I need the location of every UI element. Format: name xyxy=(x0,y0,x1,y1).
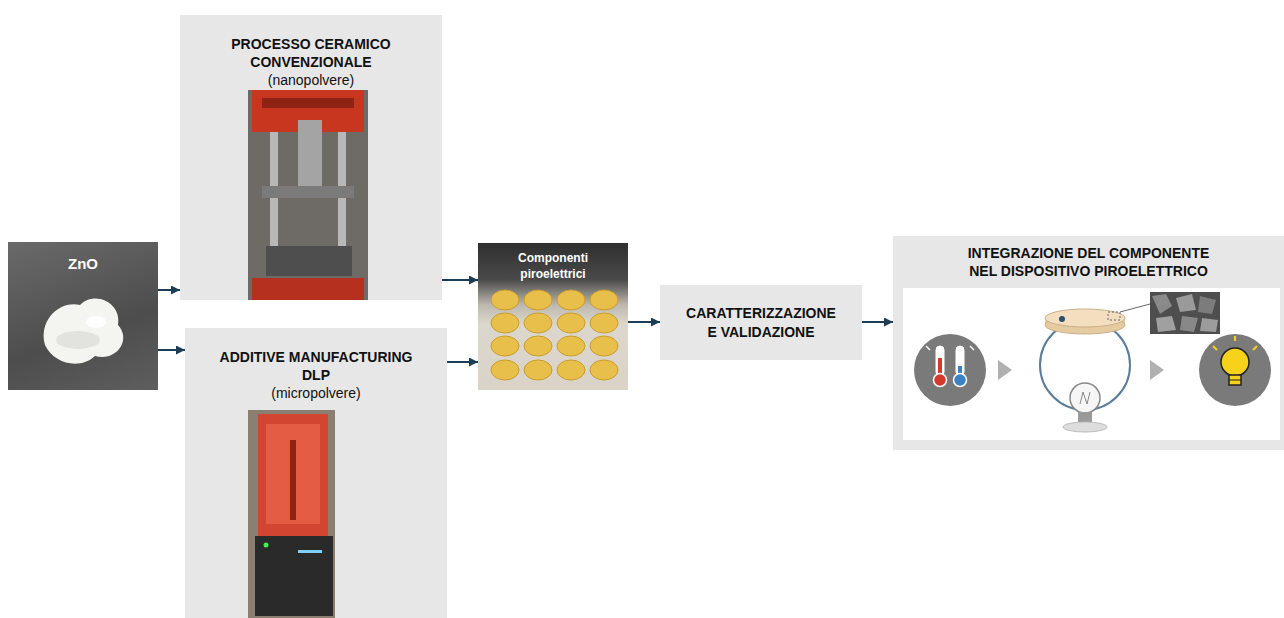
press-photo xyxy=(262,186,354,198)
printer-photo xyxy=(248,410,335,618)
lightbulb-icon xyxy=(1199,334,1271,406)
thermometer-icon xyxy=(956,346,964,376)
disc-samples xyxy=(557,336,585,356)
printer-photo xyxy=(266,424,320,524)
disc-samples xyxy=(524,290,552,310)
printer-photo xyxy=(290,440,296,520)
disc-samples xyxy=(491,290,519,310)
disc-samples xyxy=(557,360,585,380)
node-subtitle: (nanopolvere) xyxy=(268,71,354,89)
disc-samples xyxy=(524,360,552,380)
circuit xyxy=(1078,412,1092,422)
disc-samples xyxy=(491,336,519,356)
thermometer-icon xyxy=(914,334,986,406)
disc-samples xyxy=(524,313,552,333)
disc-samples xyxy=(590,336,618,356)
node-title: Componenti piroelettrici xyxy=(493,251,613,282)
sem-micrograph xyxy=(1150,292,1220,334)
node-title: INTEGRAZIONE DEL COMPONENTE NEL DISPOSIT… xyxy=(958,244,1220,280)
step-arrow xyxy=(1150,360,1164,380)
thermometer-icon xyxy=(914,334,986,406)
disc-samples xyxy=(491,360,519,380)
printer-photo xyxy=(248,410,335,618)
press-photo xyxy=(248,90,368,300)
disc-samples xyxy=(590,290,618,310)
sem-micrograph xyxy=(1152,294,1172,314)
thermometer-icon xyxy=(934,374,947,387)
node-title: PROCESSO CERAMICO CONVENZIONALE xyxy=(201,35,421,71)
press-photo xyxy=(248,90,368,300)
disc-samples xyxy=(491,313,519,333)
flow-arrow xyxy=(628,321,660,323)
node-title: ADDITIVE MANUFACTURING DLP xyxy=(209,348,424,384)
device-illustration xyxy=(903,288,1280,440)
lightbulb-icon xyxy=(1253,346,1257,350)
step-arrow xyxy=(998,360,1012,380)
node-subtitle: (micropolvere) xyxy=(271,384,360,402)
sem-micrograph xyxy=(1180,316,1198,332)
device-illustration xyxy=(903,288,1280,440)
thermometer-icon xyxy=(936,346,944,376)
disc-samples xyxy=(590,313,618,333)
circuit xyxy=(1108,312,1120,320)
sem-micrograph xyxy=(1176,294,1196,312)
printer-photo xyxy=(298,550,322,553)
powder-photo xyxy=(86,316,106,328)
thermometer-icon xyxy=(954,374,967,387)
thermometer-icon xyxy=(926,346,930,350)
lightbulb-icon xyxy=(1234,336,1236,341)
flow-arrow xyxy=(158,289,180,291)
press-photo xyxy=(252,278,364,300)
flow-arrow xyxy=(158,349,185,351)
flow-arrow xyxy=(442,279,478,281)
disc-samples xyxy=(524,336,552,356)
process-box: CARATTERIZZAZIONE E VALIDAZIONE xyxy=(660,285,862,360)
node-title: ZnO xyxy=(68,254,98,274)
circuit xyxy=(1059,316,1065,322)
circuit xyxy=(1040,304,1150,432)
lightbulb-icon xyxy=(1221,348,1249,376)
node-title: CARATTERIZZAZIONE E VALIDAZIONE xyxy=(680,304,842,340)
circuit xyxy=(1070,383,1100,413)
sem-micrograph xyxy=(1198,296,1216,314)
circuit xyxy=(1120,304,1150,312)
press-photo xyxy=(298,120,322,188)
printer-photo xyxy=(255,536,333,616)
disc-samples xyxy=(557,313,585,333)
circuit xyxy=(1080,392,1090,404)
circuit xyxy=(1045,309,1125,327)
lightbulb-icon xyxy=(1213,346,1217,350)
disc-samples xyxy=(557,290,585,310)
sem-micrograph xyxy=(1156,316,1176,332)
sem-micrograph xyxy=(1150,292,1220,334)
powder-photo xyxy=(56,331,100,349)
lightbulb-icon xyxy=(1229,380,1241,381)
lightbulb-icon xyxy=(1199,334,1271,406)
circuit xyxy=(1063,422,1107,432)
flow-arrow xyxy=(447,361,478,363)
printer-photo xyxy=(264,543,269,548)
flow-arrow xyxy=(862,321,893,323)
disc-samples xyxy=(590,360,618,380)
printer-photo xyxy=(258,414,328,536)
lightbulb-icon xyxy=(1229,375,1241,385)
sem-micrograph xyxy=(1200,318,1218,332)
press-photo xyxy=(266,246,352,276)
thermometer-icon xyxy=(970,346,974,350)
press-photo xyxy=(262,98,354,108)
